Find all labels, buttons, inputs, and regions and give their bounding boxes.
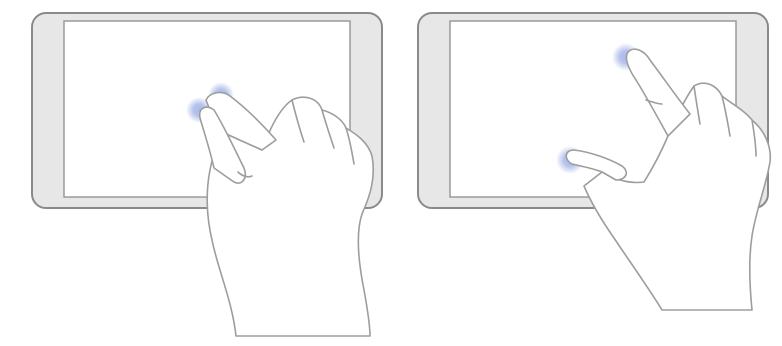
spread-gesture-illustration (418, 13, 770, 310)
pinch-gesture-icon (200, 93, 374, 336)
pinch-gesture-illustration (32, 13, 382, 336)
